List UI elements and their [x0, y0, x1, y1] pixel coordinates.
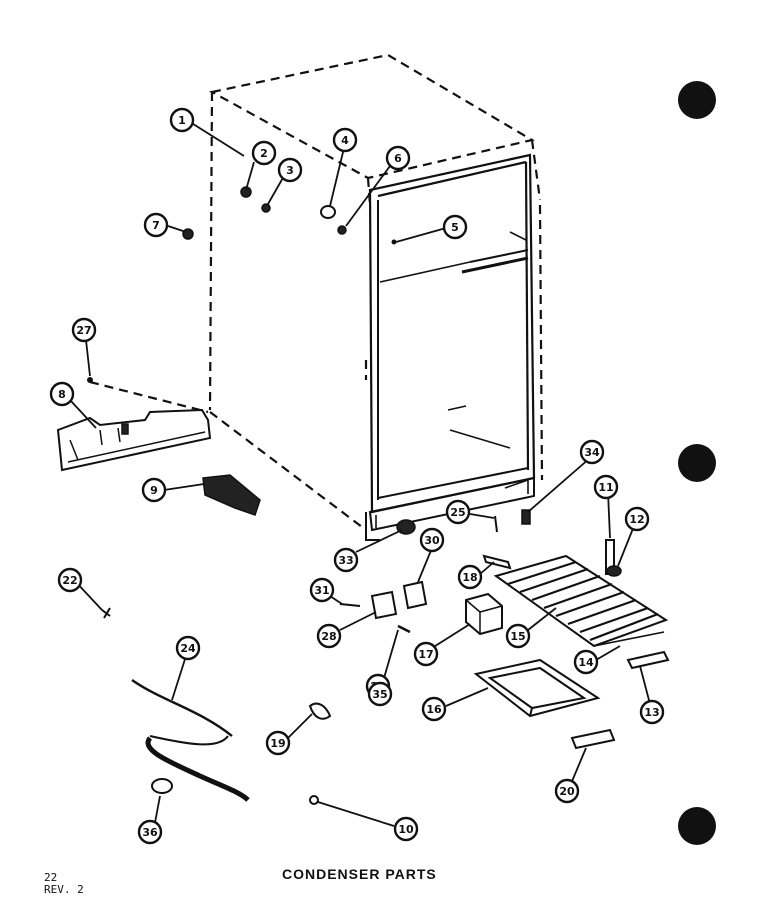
- callout-label: 19: [270, 737, 285, 750]
- part-35-leveling-foot: [521, 509, 531, 525]
- callout-20: 20: [554, 778, 580, 804]
- callout-15: 15: [505, 623, 531, 649]
- callout-18: 18: [457, 564, 483, 590]
- part-26-screw: [494, 515, 498, 533]
- part-4-plug: [320, 205, 336, 219]
- callout-label: 3: [286, 164, 294, 177]
- callout-17: 17: [413, 641, 439, 667]
- callout-27: 27: [71, 317, 97, 343]
- part-19-clamp: [308, 702, 332, 720]
- callout-label: 18: [462, 571, 477, 584]
- part-10-fastener: [309, 795, 319, 805]
- part-31-plate: [370, 590, 398, 620]
- part-3-nut: [261, 203, 271, 213]
- callout-label: 22: [62, 574, 77, 587]
- callout-label: 35: [372, 688, 387, 701]
- callout-5: 5: [442, 214, 468, 240]
- binder-hole-middle: [678, 444, 716, 482]
- callout-31: 31: [309, 577, 335, 603]
- part-16-drain-pan: [473, 658, 601, 718]
- callout-19: 19: [265, 730, 291, 756]
- part-8-side-bracket: [56, 408, 212, 472]
- callout-9: 9: [141, 477, 167, 503]
- part-18-clip: [482, 554, 512, 570]
- callout-label: 5: [451, 221, 459, 234]
- part-17-mounting-block: [465, 592, 503, 636]
- leader-lines: [69, 121, 651, 829]
- callout-label: 1: [178, 114, 186, 127]
- callout-label: 12: [629, 513, 644, 526]
- callout-3: 3: [277, 157, 303, 183]
- callout-16: 16: [421, 696, 447, 722]
- callout-label: 17: [418, 648, 433, 661]
- callout-28: 28: [316, 623, 342, 649]
- callout-label: 20: [559, 785, 575, 798]
- callout-24: 24: [175, 635, 201, 661]
- callout-1: 1: [169, 107, 195, 133]
- callout-label: 16: [426, 703, 442, 716]
- callout-36: 36: [137, 819, 163, 845]
- page-number-block: 22 REV. 2: [44, 872, 84, 896]
- part-5-pin: [391, 239, 397, 245]
- callout-label: 7: [152, 219, 160, 232]
- callout-label: 27: [76, 324, 91, 337]
- callout-label: 36: [142, 826, 158, 839]
- callout-35: 35: [367, 681, 393, 707]
- callout-14: 14: [573, 649, 599, 675]
- part-9-insulation-block: [202, 474, 261, 516]
- part-15-condenser-coil: [493, 554, 669, 648]
- callout-10: 10: [393, 816, 419, 842]
- callout-label: 6: [394, 152, 402, 165]
- part-28-screw: [397, 624, 411, 634]
- part-14-rod: [593, 631, 665, 647]
- callout-label: 28: [321, 630, 336, 643]
- callout-6: 6: [385, 145, 411, 171]
- callout-4: 4: [332, 127, 358, 153]
- callout-label: 25: [450, 506, 465, 519]
- diagram-caption: CONDENSER PARTS: [282, 866, 437, 882]
- callout-label: 8: [58, 388, 66, 401]
- callout-2: 2: [251, 140, 277, 166]
- part-6-screw: [337, 225, 347, 235]
- binder-hole-bottom: [678, 807, 716, 845]
- part-36-cap: [151, 778, 173, 794]
- part-7-clip: [182, 228, 194, 240]
- callout-34: 34: [579, 439, 605, 465]
- callout-label: 2: [260, 147, 268, 160]
- cabinet-front: [365, 153, 536, 541]
- callout-13: 13: [639, 699, 665, 725]
- callout-label: 30: [424, 534, 440, 547]
- cabinet-outline: [208, 53, 544, 531]
- part-30-bracket: [402, 580, 428, 610]
- callout-11: 11: [593, 474, 619, 500]
- part-33-screw: [339, 603, 361, 607]
- callout-label: 14: [578, 656, 594, 669]
- page-revision: REV. 2: [44, 883, 84, 896]
- callout-8: 8: [49, 381, 75, 407]
- callout-label: 15: [510, 630, 525, 643]
- callout-label: 24: [180, 642, 196, 655]
- callout-label: 11: [598, 481, 613, 494]
- part-12-washer: [606, 565, 622, 577]
- callout-22: 22: [57, 567, 83, 593]
- callout-25: 25: [445, 499, 471, 525]
- callout-label: 31: [314, 584, 329, 597]
- part-13-bracket: [626, 650, 670, 670]
- callout-33: 33: [333, 547, 359, 573]
- part-24-wire-harness: [131, 679, 250, 802]
- part-22-nut: [101, 607, 111, 619]
- callout-label: 4: [341, 134, 349, 147]
- callout-30: 30: [419, 527, 445, 553]
- callout-label: 34: [584, 446, 600, 459]
- binder-hole-top: [678, 81, 716, 119]
- callout-7: 7: [143, 212, 169, 238]
- callout-label: 33: [338, 554, 353, 567]
- page-number: 22: [44, 871, 58, 884]
- callout-label: 10: [398, 823, 414, 836]
- part-20-pad: [570, 728, 616, 750]
- callout-label: 13: [644, 706, 659, 719]
- callout-label: 9: [150, 484, 158, 497]
- callout-12: 12: [624, 506, 650, 532]
